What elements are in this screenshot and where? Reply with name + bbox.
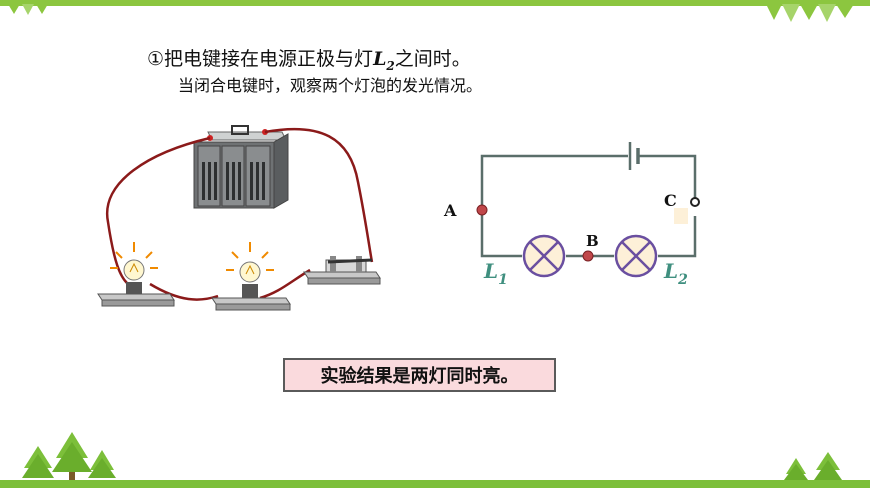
lamp-2-label: L2 (663, 259, 688, 288)
point-a-label: A (443, 201, 457, 220)
instruction-text-post: 之间时。 (394, 48, 471, 70)
observation-instruction: 当闭合电键时，观察两个灯泡的发光情况。 (178, 76, 483, 95)
top-accent-bar (0, 0, 870, 6)
lamp-2-symbol (614, 234, 658, 278)
bottom-left-trees (22, 432, 116, 480)
circled-number: ① (147, 48, 165, 70)
apparatus-illustration (97, 125, 381, 311)
experiment-instruction: ①把电键接在电源正极与灯L2之间时。 (147, 44, 471, 73)
point-b-label: B (586, 232, 599, 250)
experiment-result: 实验结果是两灯同时亮。 (283, 358, 556, 392)
top-right-leaf-decoration (766, 4, 854, 22)
instruction-text-pre: 把电键接在电源正极与灯 (164, 48, 374, 70)
lamp-variable: L (373, 48, 387, 70)
point-c-label: C (664, 191, 677, 210)
battery-pack (193, 125, 289, 209)
point-b-marker (582, 250, 594, 262)
lamp-variable-subscript: 2 (386, 58, 395, 73)
bottom-right-trees (784, 452, 842, 480)
point-a-marker (476, 204, 488, 216)
lamp-1-apparatus (97, 242, 175, 307)
top-left-leaf-decoration (8, 4, 48, 15)
lamp-1-symbol (522, 234, 566, 278)
connecting-wires (105, 127, 374, 301)
knife-switch (303, 256, 381, 285)
circuit-diagram: A B C L1 L2 (443, 142, 700, 288)
bottom-accent-bar (0, 480, 870, 488)
lamp-2-apparatus (211, 242, 291, 311)
switch-contact (690, 197, 700, 207)
switch-highlight (674, 208, 688, 224)
lamp-1-label: L1 (483, 259, 508, 288)
